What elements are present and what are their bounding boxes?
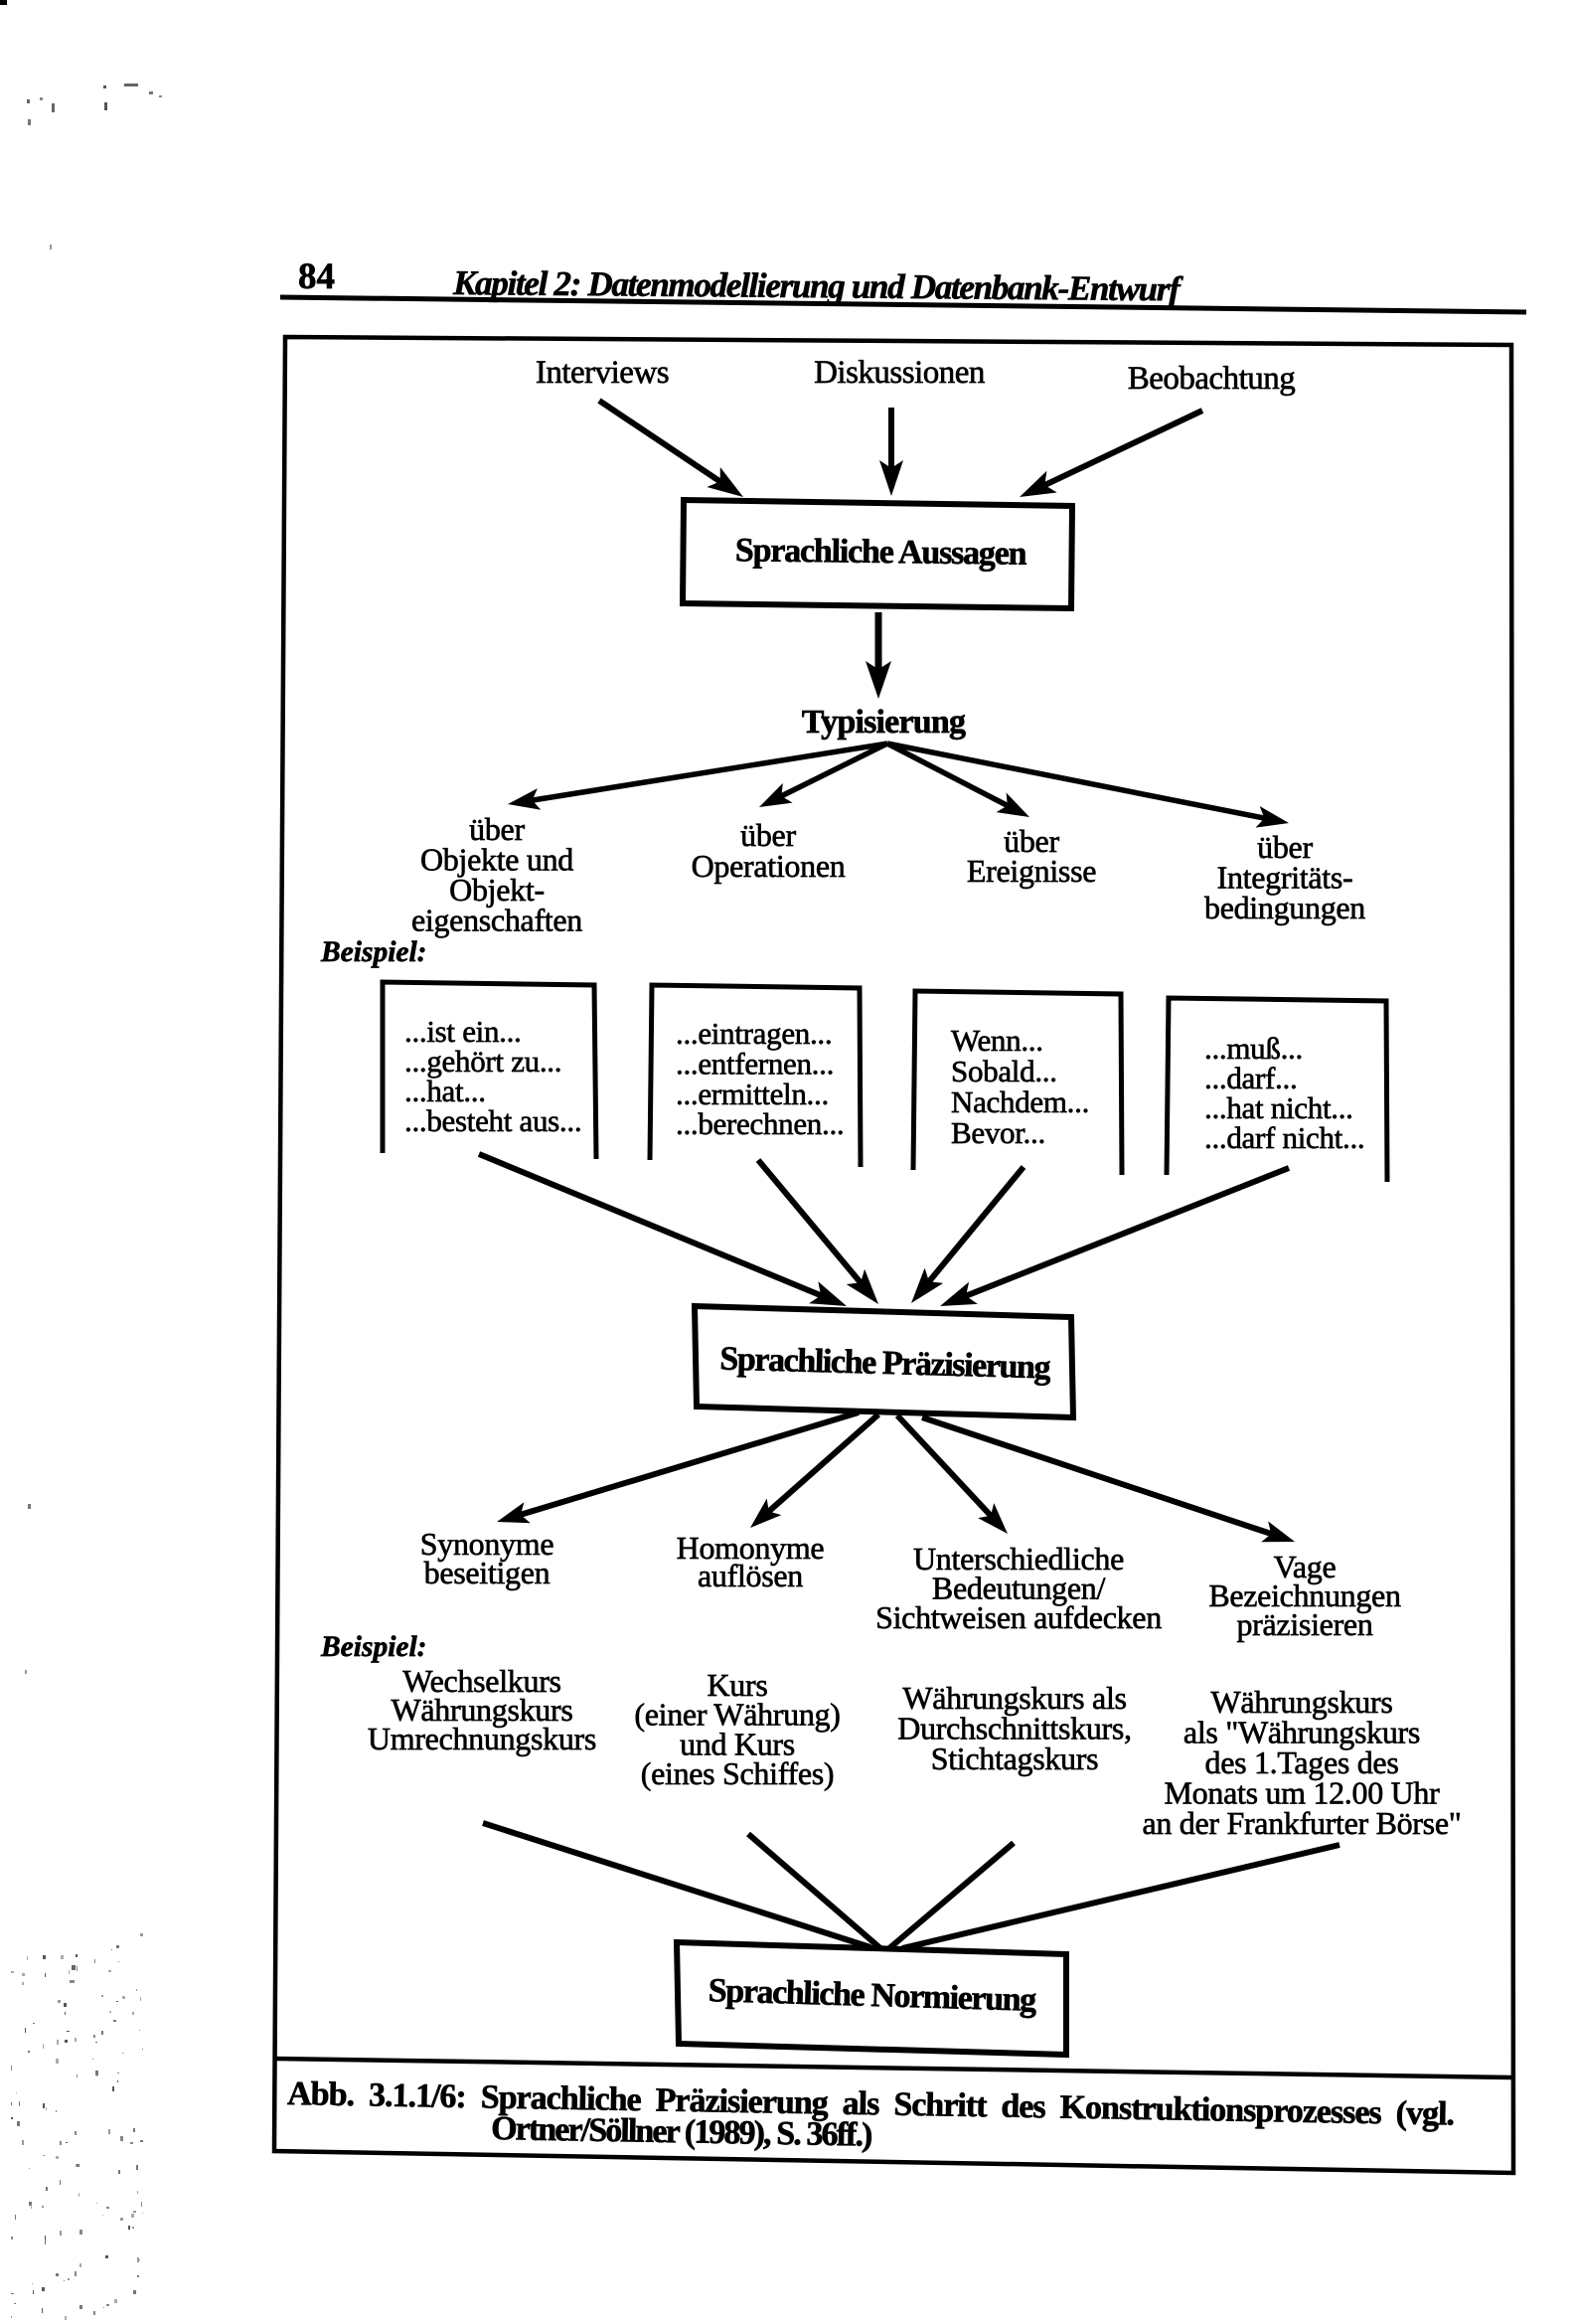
- svg-text:eigenschaften: eigenschaften: [411, 903, 582, 938]
- svg-text:Wenn...: Wenn...: [951, 1023, 1043, 1058]
- svg-text:an der Frankfurter Börse": an der Frankfurter Börse": [1142, 1805, 1461, 1841]
- svg-text:...ermitteln...: ...ermitteln...: [676, 1077, 829, 1111]
- svg-text:(eines Schiffes): (eines Schiffes): [641, 1755, 835, 1791]
- svg-text:beseitigen: beseitigen: [424, 1555, 551, 1590]
- svg-text:über: über: [1004, 823, 1059, 859]
- svg-text:...darf nicht...: ...darf nicht...: [1204, 1120, 1364, 1155]
- svg-text:Operationen: Operationen: [692, 848, 846, 884]
- svg-text:Kurs: Kurs: [707, 1667, 767, 1703]
- svg-text:Integritäts-: Integritäts-: [1217, 860, 1353, 896]
- svg-text:Währungskurs als: Währungskurs als: [902, 1680, 1126, 1716]
- svg-text:Synonyme: Synonyme: [420, 1526, 554, 1562]
- svg-text:...ist ein...: ...ist ein...: [404, 1014, 522, 1049]
- svg-text:Durchschnittskurs,: Durchschnittskurs,: [897, 1711, 1131, 1746]
- svg-text:84: 84: [298, 256, 335, 297]
- svg-text:Wechselkurs: Wechselkurs: [402, 1663, 560, 1699]
- svg-text:Währungskurs: Währungskurs: [391, 1692, 572, 1728]
- svg-text:Sobald...: Sobald...: [951, 1054, 1057, 1088]
- svg-text:Objekt-: Objekt-: [449, 872, 545, 908]
- svg-text:Bevor...: Bevor...: [951, 1115, 1045, 1150]
- svg-text:Bedeutungen/: Bedeutungen/: [932, 1571, 1106, 1606]
- svg-text:Ortner/Söllner (1989), S. 36ff: Ortner/Söllner (1989), S. 36ff.): [491, 2110, 872, 2154]
- svg-text:...entfernen...: ...entfernen...: [676, 1046, 834, 1080]
- svg-text:präzisieren: präzisieren: [1236, 1606, 1372, 1642]
- svg-text:Vage: Vage: [1274, 1549, 1337, 1584]
- svg-text:Stichtagskurs: Stichtagskurs: [931, 1741, 1099, 1776]
- svg-text:über: über: [469, 811, 525, 847]
- svg-text:...darf...: ...darf...: [1204, 1061, 1297, 1095]
- svg-text:und Kurs: und Kurs: [680, 1726, 795, 1761]
- svg-text:über: über: [1257, 829, 1313, 865]
- svg-text:Typisierung: Typisierung: [802, 704, 966, 741]
- svg-text:Ereignisse: Ereignisse: [967, 853, 1096, 889]
- svg-text:auflösen: auflösen: [698, 1558, 803, 1593]
- svg-text:Objekte und: Objekte und: [420, 842, 573, 878]
- svg-text:Währungskurs: Währungskurs: [1210, 1684, 1392, 1720]
- svg-text:...hat...: ...hat...: [404, 1074, 486, 1108]
- svg-text:Kapitel 2: Datenmodellierung u: Kapitel 2: Datenmodellierung und Datenba…: [452, 263, 1183, 308]
- svg-text:Interviews: Interviews: [536, 355, 669, 391]
- svg-text:Umrechnungskurs: Umrechnungskurs: [368, 1721, 596, 1756]
- svg-text:Beispiel:: Beispiel:: [320, 936, 427, 968]
- svg-text:...hat nicht...: ...hat nicht...: [1204, 1090, 1353, 1125]
- svg-text:Monats um 12.00 Uhr: Monats um 12.00 Uhr: [1165, 1775, 1441, 1811]
- svg-text:Bezeichnungen: Bezeichnungen: [1208, 1577, 1401, 1613]
- svg-text:als "Währungskurs: als "Währungskurs: [1183, 1715, 1420, 1750]
- svg-text:Diskussionen: Diskussionen: [814, 355, 985, 391]
- svg-text:Beobachtung: Beobachtung: [1128, 361, 1296, 397]
- svg-text:Nachdem...: Nachdem...: [951, 1084, 1089, 1119]
- svg-text:Homonyme: Homonyme: [677, 1530, 825, 1566]
- svg-text:Beispiel:: Beispiel:: [320, 1631, 427, 1663]
- svg-text:über: über: [740, 817, 796, 853]
- svg-text:...besteht aus...: ...besteht aus...: [404, 1103, 581, 1138]
- svg-text:(einer Währung): (einer Währung): [634, 1697, 840, 1733]
- svg-text:...gehört zu...: ...gehört zu...: [404, 1044, 561, 1079]
- svg-text:Unterschiedliche: Unterschiedliche: [913, 1541, 1124, 1577]
- svg-text:...eintragen...: ...eintragen...: [676, 1016, 832, 1051]
- svg-text:Sichtweisen aufdecken: Sichtweisen aufdecken: [875, 1599, 1162, 1635]
- svg-text:Sprachliche Aussagen: Sprachliche Aussagen: [735, 532, 1027, 573]
- svg-text:...berechnen...: ...berechnen...: [676, 1106, 844, 1141]
- svg-text:...muß...: ...muß...: [1204, 1031, 1303, 1066]
- svg-text:bedingungen: bedingungen: [1204, 890, 1365, 925]
- svg-text:des 1.Tages des: des 1.Tages des: [1205, 1744, 1399, 1780]
